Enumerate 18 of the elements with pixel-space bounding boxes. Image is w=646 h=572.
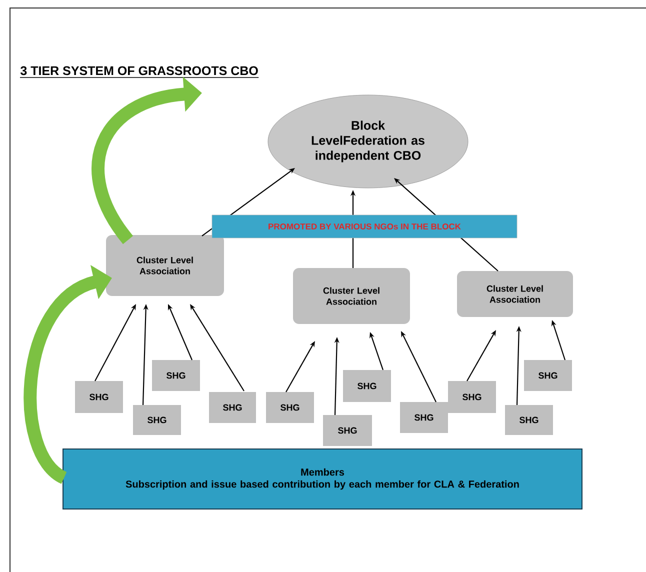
cluster-box: Cluster Level Association [293, 268, 410, 324]
oval-node: Block LevelFederation as independent CBO [268, 94, 468, 188]
shg-box: SHG [152, 360, 200, 391]
shg-box: SHG [505, 404, 553, 435]
shg-box: SHG [448, 380, 496, 413]
members-box: Members Subscription and issue based contribution by each member for CLA & Federation [62, 448, 582, 510]
shg-box: SHG [75, 380, 123, 413]
shg-box: SHG [133, 404, 181, 435]
shg-box: SHG [323, 414, 372, 446]
title: 3 TIER SYSTEM OF GRASSROOTS CBO [20, 66, 258, 76]
shg-box: SHG [400, 402, 448, 433]
shg-box: SHG [209, 392, 256, 423]
shg-box: SHG [266, 392, 314, 423]
cluster-box: Cluster Level Association [457, 270, 573, 317]
shg-box: SHG [524, 360, 572, 391]
shg-box: SHG [343, 370, 391, 402]
cluster-box: Cluster Level Association [106, 234, 224, 296]
banner-box: PROMOTED BY VARIOUS NGOs IN THE BLOCK [212, 214, 518, 238]
